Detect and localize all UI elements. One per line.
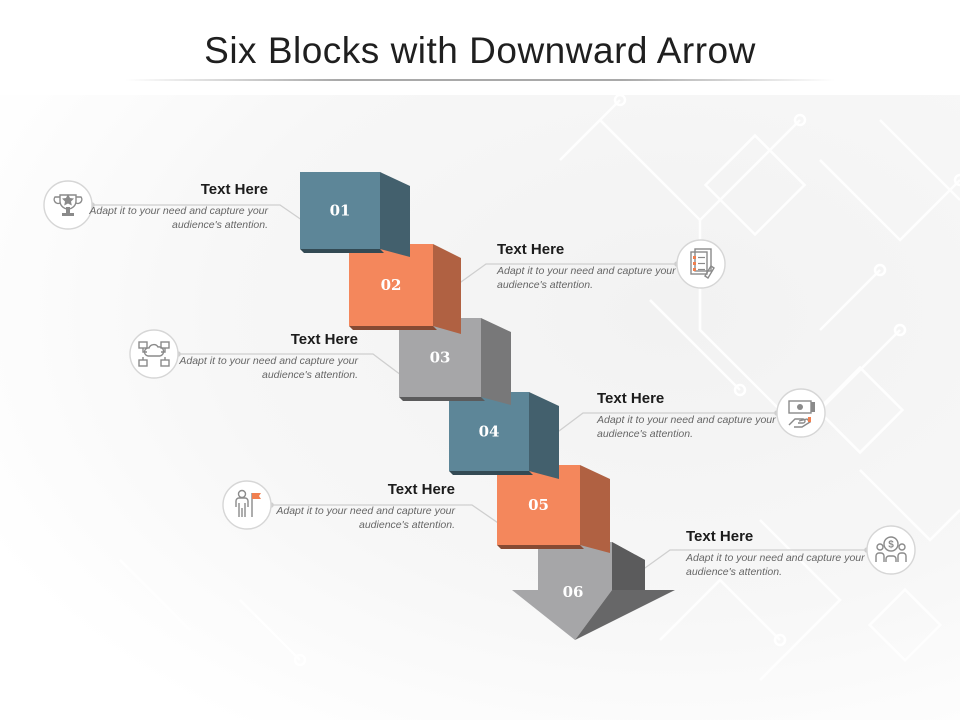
step-03-icon-circle bbox=[129, 329, 179, 379]
step-1-label: Text Here Adapt it to your need and capt… bbox=[38, 181, 268, 232]
step-3-heading: Text Here bbox=[290, 331, 358, 348]
step-2-heading: Text Here bbox=[497, 241, 565, 258]
block-02: 02 bbox=[349, 244, 461, 334]
step-06-icon-circle: $ bbox=[866, 525, 916, 575]
step-01-icon-circle bbox=[43, 180, 93, 230]
block-04-number: 04 bbox=[479, 423, 500, 441]
step-2-label: Text Here Adapt it to your need and capt… bbox=[497, 241, 727, 292]
block-03-number: 03 bbox=[430, 349, 451, 367]
step-6-heading: Text Here bbox=[686, 528, 754, 545]
step-5-label: Text Here Adapt it to your need and capt… bbox=[225, 481, 455, 532]
step-1-heading: Text Here bbox=[200, 181, 268, 198]
block-06: 06 bbox=[512, 542, 675, 640]
step-02-icon-circle bbox=[676, 239, 726, 289]
block-02-number: 02 bbox=[381, 276, 402, 294]
page-title: Six Blocks with Downward Arrow bbox=[204, 30, 756, 71]
icon-circles: $ bbox=[43, 180, 916, 575]
step-4-heading: Text Here bbox=[597, 390, 665, 407]
block-05: 05 bbox=[497, 465, 610, 553]
step-2-description: Adapt it to your need and capture your a… bbox=[497, 265, 676, 291]
step-3-label: Text Here Adapt it to your need and capt… bbox=[128, 331, 358, 382]
block-05-number: 05 bbox=[528, 496, 549, 514]
trophy-icon bbox=[53, 194, 83, 216]
title-underline bbox=[125, 79, 835, 81]
block-01-number: 01 bbox=[330, 202, 351, 220]
svg-text:$: $ bbox=[888, 540, 894, 551]
cloud-network-icon bbox=[138, 341, 170, 367]
block-03: 03 bbox=[399, 318, 511, 405]
block-04: 04 bbox=[449, 392, 559, 479]
step-04-icon-circle bbox=[776, 388, 826, 438]
step-6-label: Text Here Adapt it to your need and capt… bbox=[686, 528, 916, 579]
block-01: 01 bbox=[300, 172, 410, 257]
step-5-heading: Text Here bbox=[387, 481, 455, 498]
money-hand-icon bbox=[788, 400, 815, 428]
step-4-description: Adapt it to your need and capture your a… bbox=[597, 414, 776, 440]
team-dollar-icon: $ bbox=[875, 536, 907, 562]
step-4-label: Text Here Adapt it to your need and capt… bbox=[597, 390, 827, 441]
step-1-description: Adapt it to your need and capture your a… bbox=[89, 205, 268, 231]
stair-blocks: 06 05 04 03 02 01 bbox=[300, 172, 675, 640]
document-checklist-icon bbox=[690, 248, 715, 279]
person-flag-icon bbox=[235, 489, 261, 517]
step-05-icon-circle bbox=[222, 480, 272, 530]
step-6-description: Adapt it to your need and capture your a… bbox=[686, 552, 865, 578]
step-5-description: Adapt it to your need and capture your a… bbox=[276, 505, 455, 531]
step-3-description: Adapt it to your need and capture your a… bbox=[179, 355, 358, 381]
block-06-number: 06 bbox=[563, 583, 584, 601]
